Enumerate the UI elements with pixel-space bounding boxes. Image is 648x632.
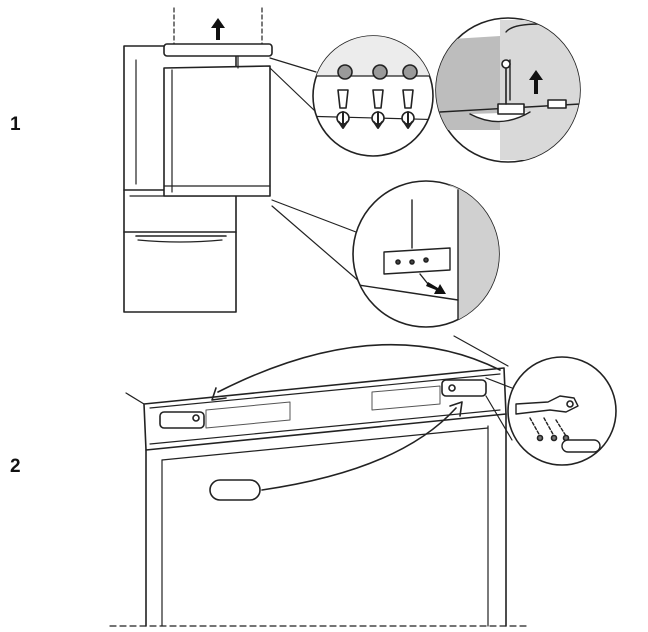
- door-step2: [109, 335, 531, 627]
- detail-lower-hinge-circle: [352, 180, 500, 328]
- screw-icon: [337, 64, 418, 80]
- arrow-down-icon: [426, 282, 446, 294]
- step-1-label: 1: [10, 114, 21, 135]
- hinge-icon: [515, 395, 579, 415]
- detail-parts-circle: [507, 356, 617, 466]
- detail-screws-circle: [312, 35, 434, 157]
- arrow-up-icon: [529, 70, 543, 94]
- detail-hinge-circle: [435, 17, 581, 163]
- arrow-up-icon: [211, 18, 225, 40]
- arrow-down-icon: [338, 111, 348, 129]
- fridge-step1: [123, 7, 361, 313]
- step-2-label: 2: [10, 456, 21, 477]
